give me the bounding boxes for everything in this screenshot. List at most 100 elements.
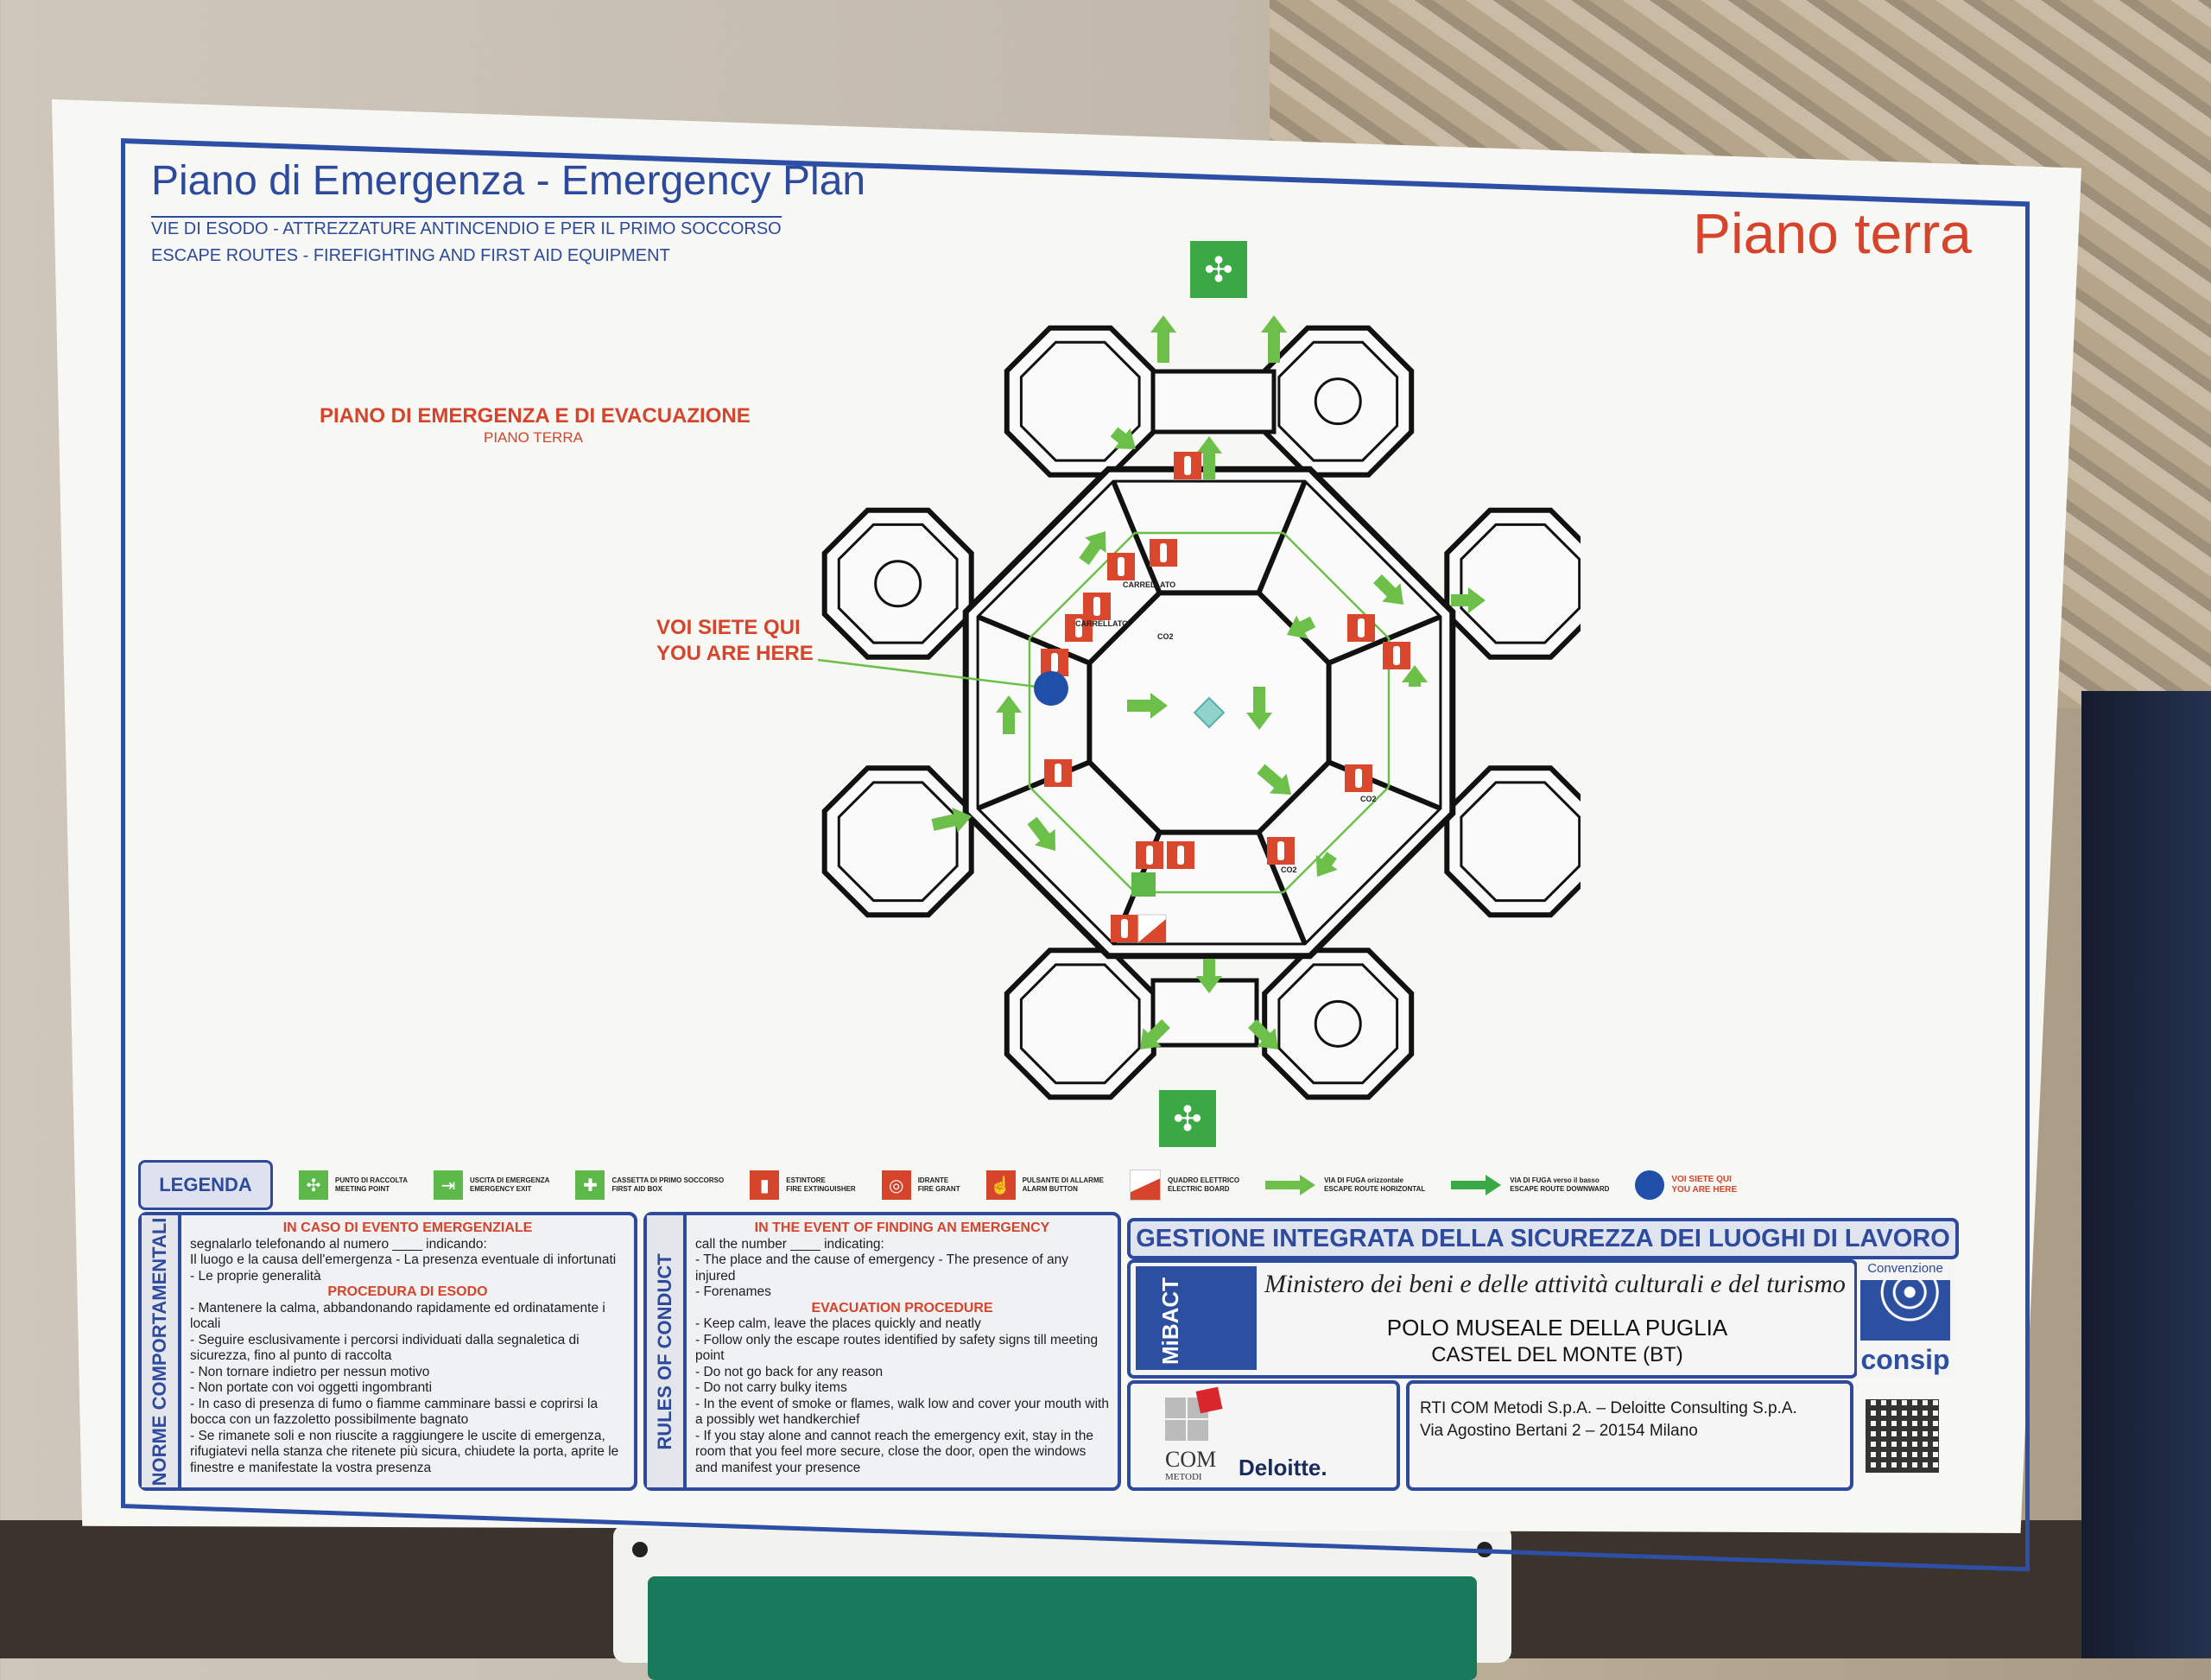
subtitle-italian: VIE DI ESODO - ATTREZZATURE ANTINCENDIO … (151, 216, 782, 239)
north-entrance (1150, 369, 1277, 434)
spiral-stair-icon (874, 560, 922, 608)
escape-arrow-icon (1196, 436, 1222, 479)
spiral-stair-icon (1314, 999, 1362, 1048)
escape-arrow-icon (1140, 1019, 1170, 1049)
procedure-step: - Non portate con voi oggetti ingombrant… (190, 1380, 433, 1395)
fire-extinguisher-glyph (1160, 543, 1167, 562)
com-metodi-logo-mark (1195, 1386, 1223, 1414)
subtitle-english: ESCAPE ROUTES - FIREFIGHTING AND FIRST A… (151, 246, 670, 265)
legend-item-it: CASSETTA DI PRIMO SOCCORSO (611, 1176, 725, 1184)
escape-arrow-icon (1261, 315, 1287, 363)
plan-title: Piano di Emergenza - Emergency Plan (151, 158, 866, 204)
fire-extinguisher-glyph (1277, 841, 1284, 860)
fire-extinguisher-icon: ▮ (750, 1170, 780, 1200)
contractor-line: RTI COM Metodi S.p.A. – Deloitte Consult… (1420, 1399, 1797, 1417)
tower (1262, 948, 1415, 1100)
meeting-point-icon (1159, 1090, 1216, 1147)
tower (1444, 507, 1581, 660)
escape-arrow-icon (1196, 959, 1222, 993)
you-are-here-icon (1635, 1170, 1665, 1200)
procedure-step: - Seguire esclusivamente i percorsi indi… (190, 1332, 580, 1364)
tower (821, 507, 974, 660)
legend-item-en: FIRE GRANT (917, 1185, 960, 1193)
tower-inner-wall (1019, 340, 1141, 462)
panel-intro-line: Il luogo e la causa dell'emergenza - La … (190, 1252, 617, 1267)
panel-intro-line: call the number ____ indicating: (695, 1236, 884, 1252)
panel-heading: IN THE EVENT OF FINDING AN EMERGENCY (754, 1220, 1050, 1235)
legend-item-it: IDRANTE (917, 1176, 949, 1184)
procedure-step: - In the event of smoke or flames, walk … (695, 1396, 1109, 1428)
meeting-point-glyph: ✣ (1173, 1100, 1202, 1138)
escape-route-horizontal-icon (1265, 1170, 1317, 1200)
legend-item-en: ELECTRIC BOARD (1167, 1185, 1230, 1193)
legend-item-it: VIA DI FUGA orizzontale (1324, 1176, 1403, 1184)
fire-extinguisher-glyph (1093, 597, 1100, 616)
escape-arrow-icon (1451, 587, 1486, 613)
escape-arrow-icon (1287, 615, 1316, 639)
room-label: CARRELLATO (1075, 619, 1128, 628)
safety-management-banner: GESTIONE INTEGRATA DELLA SICUREZZA DEI L… (1127, 1218, 1959, 1259)
escape-arrow-icon (1079, 531, 1106, 566)
floor-title: Piano terra (1693, 201, 1972, 265)
escape-arrow-icon (996, 695, 1022, 734)
consip-logo: Convenzione consip (1857, 1261, 1954, 1378)
plan-subheading: PIANO TERRA (484, 429, 583, 446)
ministry-box: MiBACT Ministero dei beni e delle attivi… (1127, 1259, 1858, 1379)
fire-extinguisher-glyph (1051, 653, 1058, 672)
you-are-here-label: VOI SIETE QUI YOU ARE HERE (656, 615, 814, 667)
legend-item-it: PUNTO DI RACCOLTA (335, 1176, 408, 1184)
contractor-address: Via Agostino Bertani 2 – 20154 Milano (1420, 1422, 1698, 1440)
green-sign-panel (648, 1576, 1477, 1680)
procedure-step: - Do not carry bulky items (695, 1380, 847, 1395)
room-label: CO2 (1157, 632, 1174, 641)
fire-extinguisher-glyph (1358, 618, 1365, 637)
escape-arrow-icon (1246, 687, 1272, 730)
legend-item-en: MEETING POINT (335, 1185, 390, 1193)
com-metodi-logo-square (1165, 1420, 1186, 1441)
procedure-step: - Keep calm, leave the places quickly an… (695, 1316, 981, 1331)
fire-extinguisher-glyph (1146, 846, 1153, 865)
fire-extinguisher-glyph (1177, 846, 1184, 865)
emergency-exit-icon: ⇥ (434, 1170, 463, 1200)
escape-route-downward-icon (1451, 1170, 1503, 1200)
you-are-here-pointer (817, 658, 1052, 690)
procedure-step: - Non tornare indietro per nessun motivo (190, 1364, 430, 1379)
procedure-step: - Se rimanete soli e non riuscite a ragg… (190, 1428, 619, 1475)
escape-arrow-icon (1150, 315, 1176, 363)
mibact-logo: MiBACT (1136, 1266, 1257, 1370)
legend-title: LEGENDA (138, 1160, 273, 1210)
escape-arrow-icon (1127, 693, 1168, 719)
room-wall (1111, 479, 1163, 594)
panel-side-label: NORME COMPORTAMENTALI (149, 1217, 170, 1486)
screw-icon (1477, 1542, 1492, 1557)
panel-intro-line: - Forenames (695, 1284, 771, 1299)
tower-inner-wall (837, 523, 959, 644)
procedure-step: - Mantenere la calma, abbandonando rapid… (190, 1300, 605, 1332)
meeting-point-icon: ✣ (299, 1170, 328, 1200)
legend-item-it: PULSANTE DI ALLARME (1022, 1176, 1104, 1184)
procedure-step: - Do not go back for any reason (695, 1364, 884, 1379)
com-metodi-logo-square (1188, 1420, 1208, 1441)
escape-arrow-icon (1402, 665, 1428, 687)
legend-item-it: ESTINTORE (786, 1176, 826, 1184)
rules-of-conduct-panel: RULES OF CONDUCT IN THE EVENT OF FINDING… (643, 1212, 1121, 1491)
legend-item-it: VOI SIETE QUI (1671, 1175, 1732, 1184)
panel-intro-line: - Le proprie generalità (190, 1268, 321, 1284)
hydrant-diamond-icon (1193, 696, 1226, 729)
you-are-here-en: YOU ARE HERE (656, 642, 814, 665)
legend-item-en: ALARM BUTTON (1022, 1185, 1078, 1193)
procedure-step: - If you stay alone and cannot reach the… (695, 1428, 1093, 1475)
legend-item-it: VIA DI FUGA verso il basso (1510, 1176, 1600, 1184)
south-entrance (1150, 978, 1259, 1048)
fire-extinguisher-glyph (1393, 646, 1400, 665)
tower-inner-wall (1460, 523, 1581, 644)
room-wall (1256, 479, 1308, 594)
escape-arrow-icon (1373, 574, 1403, 605)
